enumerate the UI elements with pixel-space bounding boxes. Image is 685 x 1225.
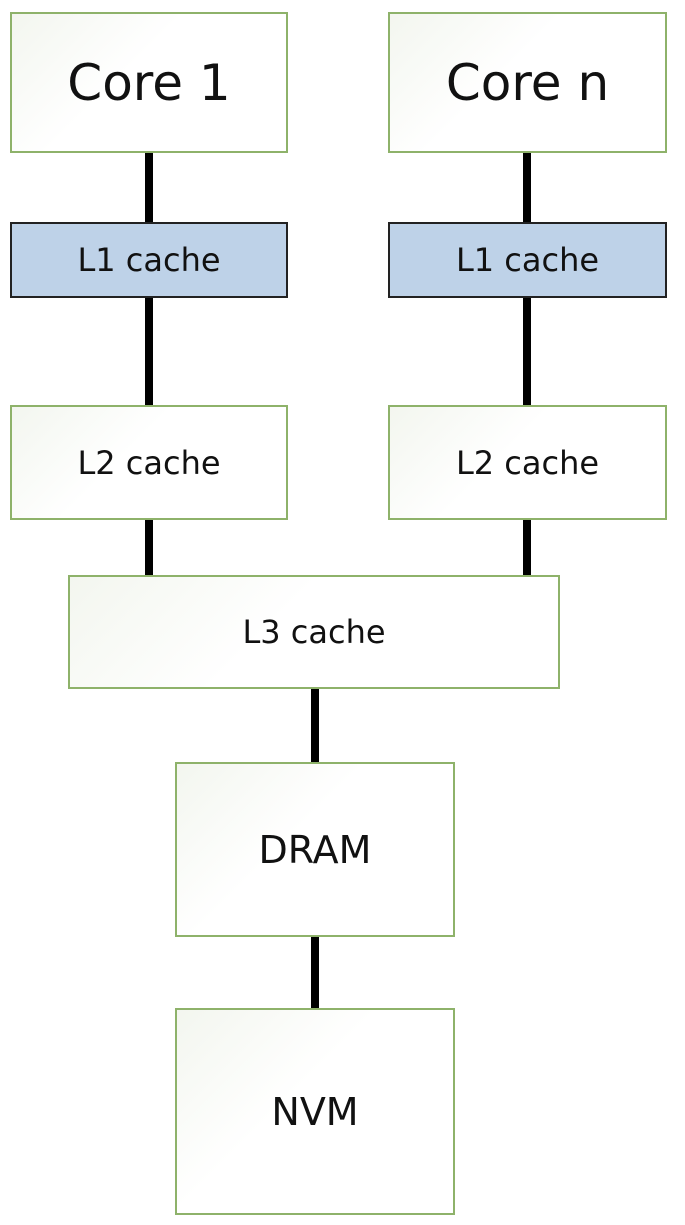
connector-core1-l1 bbox=[145, 146, 153, 224]
connector-coren-l1 bbox=[523, 146, 531, 224]
connector-l1-l2-right bbox=[523, 298, 531, 408]
l1-cache-left-label: L1 cache bbox=[77, 241, 221, 279]
l1-cache-right-label: L1 cache bbox=[455, 241, 600, 279]
l1-cache-left-box: L1 cache bbox=[10, 222, 288, 298]
dram-label: DRAM bbox=[258, 827, 372, 872]
l2-cache-right-box: L2 cache bbox=[388, 405, 667, 520]
nvm-box: NVM bbox=[175, 1008, 455, 1215]
connector-l2-right-l3 bbox=[523, 518, 531, 578]
l3-cache-box: L3 cache bbox=[68, 575, 560, 689]
connector-l3-dram bbox=[311, 687, 319, 765]
core-1-label: Core 1 bbox=[67, 53, 231, 112]
l2-cache-right-label: L2 cache bbox=[455, 443, 600, 482]
core-n-box: Core n bbox=[388, 12, 667, 153]
l3-cache-label: L3 cache bbox=[242, 613, 386, 651]
nvm-label: NVM bbox=[271, 1089, 359, 1134]
core-n-label: Core n bbox=[445, 53, 610, 112]
connector-dram-nvm bbox=[311, 935, 319, 1010]
l2-cache-left-box: L2 cache bbox=[10, 405, 288, 520]
connector-l2-left-l3 bbox=[145, 518, 153, 578]
l1-cache-right-box: L1 cache bbox=[388, 222, 667, 298]
l2-cache-left-label: L2 cache bbox=[77, 443, 221, 482]
core-1-box: Core 1 bbox=[10, 12, 288, 153]
connector-l1-l2-left bbox=[145, 298, 153, 408]
dram-box: DRAM bbox=[175, 762, 455, 937]
